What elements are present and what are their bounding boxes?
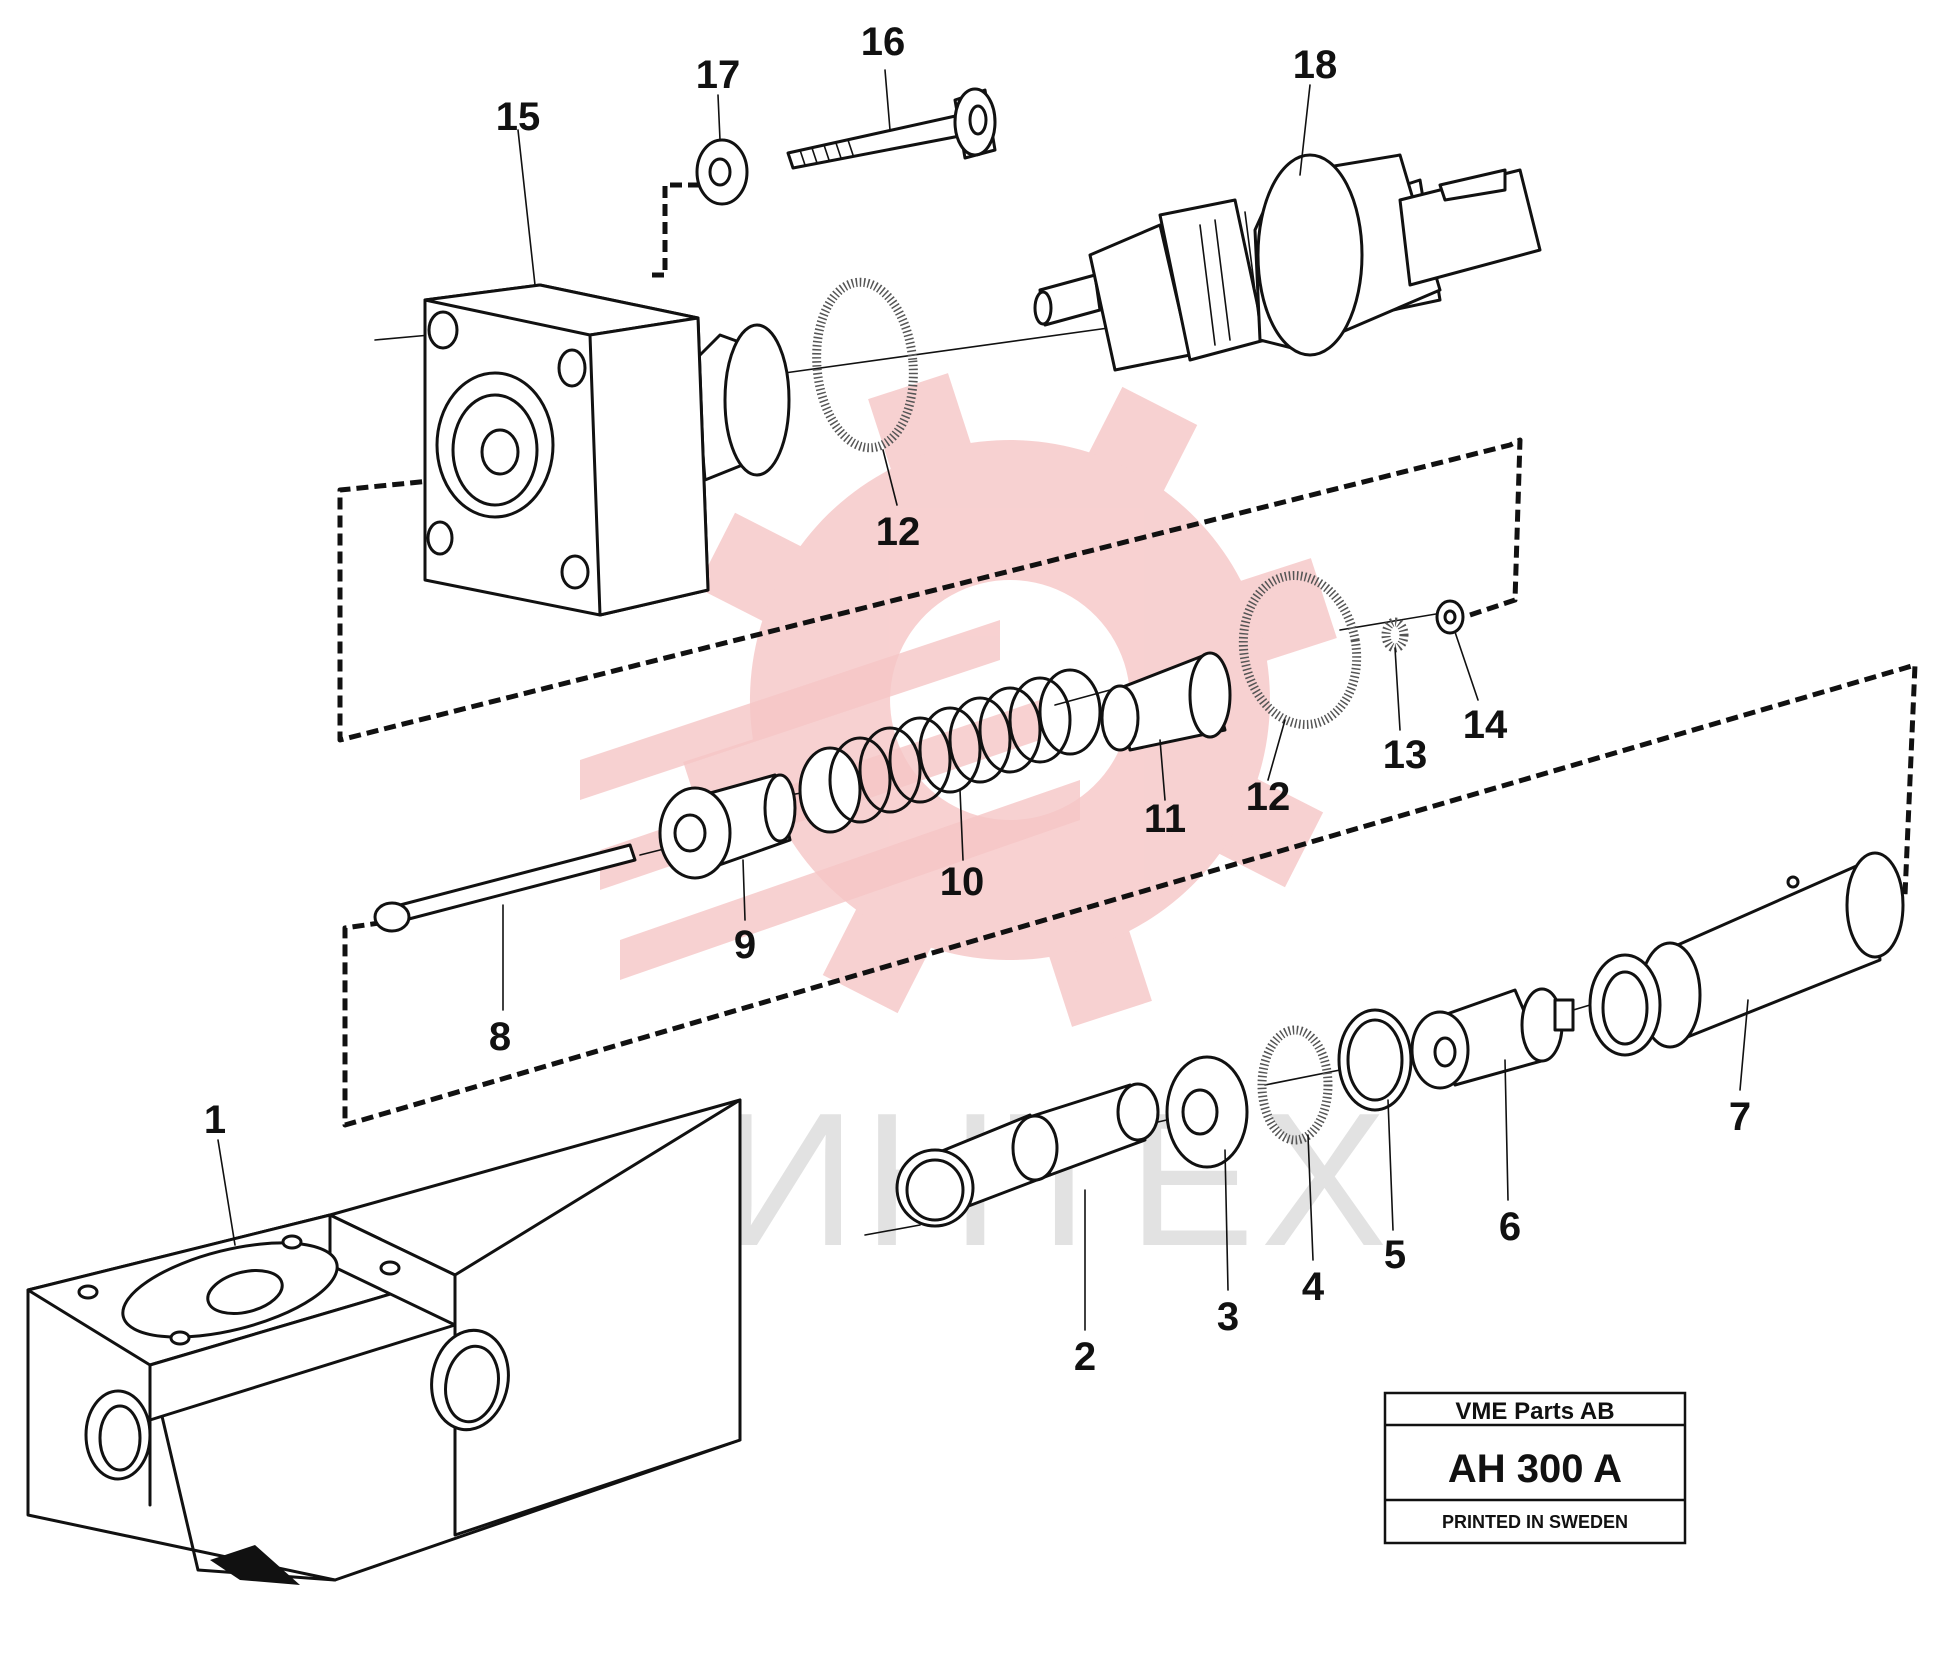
callout-17: 17: [696, 53, 741, 97]
callout-11: 11: [1144, 797, 1186, 841]
callout-numbers: 1 2 3 4 5 6 7 8 9 10 11 12 12 13 14 15 1…: [204, 20, 1751, 1379]
part-14-washer: [1435, 599, 1465, 635]
part-16-screw: [786, 87, 997, 170]
callout-15: 15: [496, 95, 541, 139]
part-12-o-ring-lower: [1238, 571, 1362, 729]
part-1-valve-housing: [26, 1098, 742, 1585]
part-9-spring-seat: [658, 773, 797, 880]
callout-16: 16: [861, 20, 906, 64]
callout-2: 2: [1074, 1335, 1096, 1379]
part-17-washer: [695, 138, 749, 206]
watermark-text: ИНТЕХ: [720, 1074, 1393, 1286]
stamp-company: VME Parts AB: [1455, 1398, 1614, 1425]
part-11-piston: [1100, 651, 1232, 752]
part-2-spool: [895, 1082, 1160, 1228]
leader-lines: [217, 69, 1749, 1331]
part-4-o-ring: [1257, 1025, 1333, 1145]
callout-6: 6: [1499, 1205, 1521, 1249]
callout-12-upper: 12: [876, 510, 921, 554]
callout-3: 3: [1217, 1295, 1239, 1339]
stamp-note: PRINTED IN SWEDEN: [1442, 1512, 1628, 1532]
callout-1: 1: [204, 1098, 226, 1142]
part-18-pressure-switch: [1033, 153, 1542, 372]
part-15-cover: [423, 283, 791, 617]
stamp-code: AH 300 A: [1448, 1447, 1622, 1491]
callout-7: 7: [1729, 1095, 1751, 1139]
callout-10: 10: [940, 860, 985, 904]
callout-8: 8: [489, 1015, 511, 1059]
part-6-piston: [1410, 987, 1575, 1090]
title-stamp: VME Parts AB AH 300 A PRINTED IN SWEDEN: [1383, 1391, 1687, 1545]
callout-5: 5: [1384, 1233, 1406, 1277]
callout-12-lower: 12: [1246, 775, 1291, 819]
part-13-washer: [1381, 617, 1409, 653]
callout-18: 18: [1293, 43, 1338, 87]
part-12-gasket-upper: [812, 277, 918, 453]
part-3-washer: [1165, 1055, 1249, 1169]
part-7-sleeve: [1588, 851, 1905, 1057]
callout-9: 9: [734, 923, 756, 967]
callout-4: 4: [1302, 1265, 1325, 1309]
part-5-o-ring: [1337, 1008, 1413, 1112]
assembly-dashed-lines: [337, 182, 1918, 1128]
part-10-spring: [798, 668, 1102, 834]
callout-13: 13: [1383, 733, 1428, 777]
part-8-pin: [373, 843, 637, 933]
callout-14: 14: [1463, 703, 1508, 747]
